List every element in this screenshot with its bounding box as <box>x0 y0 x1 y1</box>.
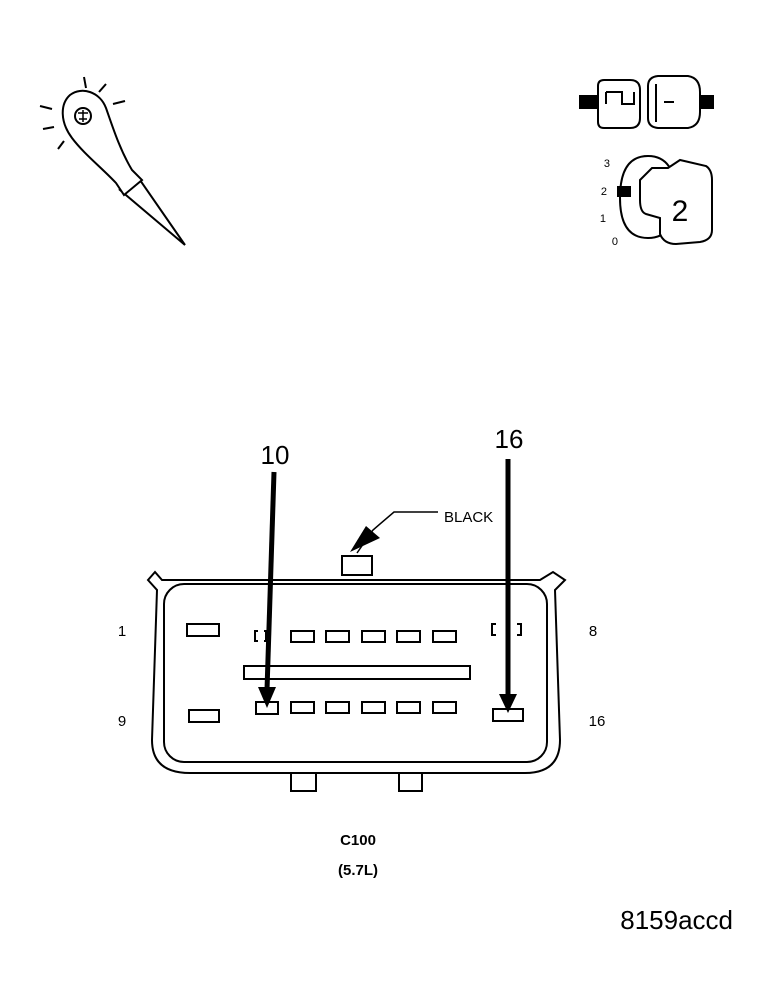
cavity-8 <box>491 623 522 636</box>
cavity-9 <box>188 709 220 723</box>
ignition-position-0: 0 <box>612 236 618 248</box>
callout-arrow-10 <box>258 471 277 708</box>
ignition-key-label: 2 <box>672 195 689 228</box>
cavity-15 <box>432 701 457 714</box>
figure-id: 8159accd <box>620 905 733 935</box>
cavity-12 <box>325 701 350 714</box>
ignition-position-marker <box>617 186 631 197</box>
ignition-position-3: 3 <box>604 158 610 170</box>
cavity-14 <box>396 701 421 714</box>
callout-label-10: 10 <box>261 440 290 470</box>
test-probe-icon <box>39 76 186 246</box>
cavity-11 <box>290 701 315 714</box>
color-leader-arrow <box>350 526 380 552</box>
callout-arrow-16 <box>499 459 517 713</box>
ignition-position-1: 1 <box>600 213 606 225</box>
pin-label-8: 8 <box>589 623 597 640</box>
connector-variant: (5.7L) <box>338 862 378 879</box>
connector-foot-left <box>290 772 317 792</box>
connector-disconnect-icon <box>579 75 714 129</box>
connector-lock-tab <box>341 555 373 576</box>
ignition-key-icon: 3 2 1 0 2 <box>600 154 713 248</box>
cavity-1 <box>186 623 220 637</box>
pin-label-1: 1 <box>118 623 126 640</box>
ignition-position-2: 2 <box>601 186 607 198</box>
cavity-4 <box>325 630 350 643</box>
cavity-3 <box>290 630 315 643</box>
connector-c100: 1 8 9 16 BLACK 10 16 C100 (5.7L) <box>118 424 606 879</box>
connector-foot-right <box>398 772 423 792</box>
pin-label-16: 16 <box>589 713 606 730</box>
cavity-2 <box>254 630 267 642</box>
connector-color-label: BLACK <box>444 509 493 526</box>
pin-label-9: 9 <box>118 713 126 730</box>
cavity-7 <box>432 630 457 643</box>
cavity-5 <box>361 630 386 643</box>
connector-name: C100 <box>340 832 376 849</box>
callout-label-16: 16 <box>495 424 524 454</box>
cavity-13 <box>361 701 386 714</box>
cavity-6 <box>396 630 421 643</box>
connector-divider <box>243 665 471 680</box>
